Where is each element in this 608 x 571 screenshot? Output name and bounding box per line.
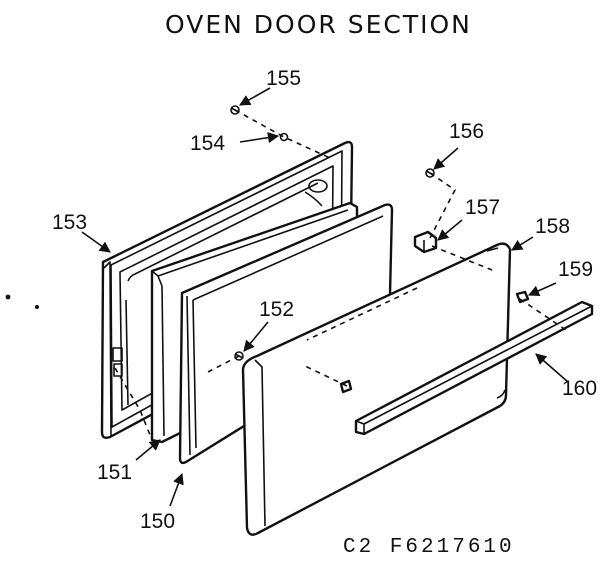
part-label-154: 154 <box>190 132 225 155</box>
assembly-lines <box>114 109 567 441</box>
part-label-152: 152 <box>259 298 294 321</box>
part-label-150: 150 <box>140 510 175 533</box>
part-label-156: 156 <box>449 120 484 143</box>
part-label-159: 159 <box>558 258 593 281</box>
clip-on-panel <box>339 379 353 394</box>
part-label-160: 160 <box>562 377 597 400</box>
part-label-155: 155 <box>266 67 301 90</box>
screw-154 <box>279 132 289 142</box>
handle-trim-bar <box>354 300 594 436</box>
part-label-157: 157 <box>465 196 500 219</box>
outer-door-panel <box>241 242 512 536</box>
stray-mark <box>35 305 39 309</box>
part-label-151: 151 <box>97 461 132 484</box>
drawing-code: C2 F6217610 <box>343 536 515 559</box>
stray-mark <box>5 294 11 300</box>
diagram-title: OVEN DOOR SECTION <box>165 10 472 39</box>
part-label-153: 153 <box>52 211 87 234</box>
part-label-158: 158 <box>535 215 570 238</box>
leader-arrows <box>81 87 569 507</box>
bracket-157 <box>413 230 438 254</box>
